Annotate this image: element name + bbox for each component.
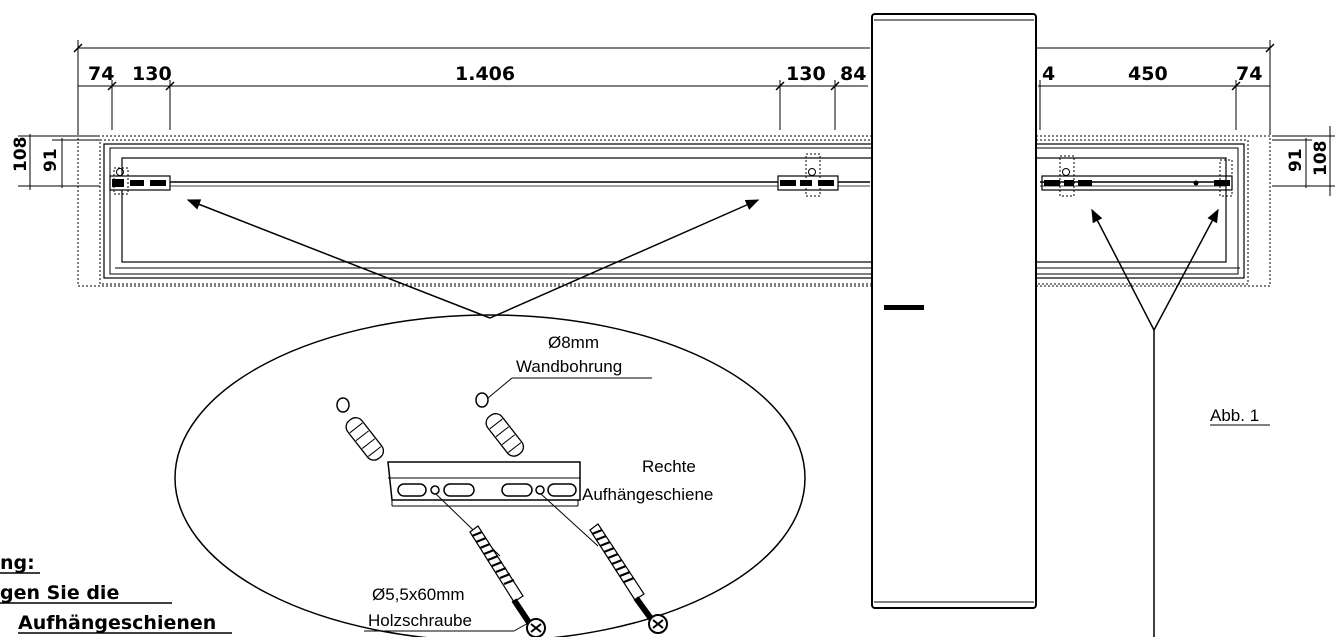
pointer-arrows xyxy=(186,199,1219,637)
note-line3: Aufhängeschienen xyxy=(18,612,216,634)
dim-84: 84 xyxy=(840,63,866,85)
cabinet-handle xyxy=(884,305,924,310)
screw-guide-right xyxy=(540,493,599,547)
rail-label-line1: Rechte xyxy=(642,457,696,476)
top-dimension-chain: 74 130 1.406 130 84 4 450 74 xyxy=(73,40,1275,135)
dim-4: 4 xyxy=(1042,63,1055,85)
note-line1: ng: xyxy=(0,552,35,574)
mounting-note: ng: gen Sie die Aufhängeschienen xyxy=(0,552,232,634)
side-dimensions: 108 91 91 108 xyxy=(11,126,1335,196)
dim-130-left: 130 xyxy=(132,63,172,85)
screw-size-label: Ø5,5x60mm xyxy=(372,585,465,604)
figure-ref-label: Abb. 1 xyxy=(1210,406,1259,425)
detail-ellipse xyxy=(174,314,806,637)
wood-screw-left xyxy=(469,525,546,637)
middle-hanging-rail xyxy=(777,153,839,197)
dim-74-right: 74 xyxy=(1236,63,1262,85)
rail-label-line2: Aufhängeschiene xyxy=(582,485,713,504)
dim-1406: 1.406 xyxy=(455,63,515,85)
wood-screw-right xyxy=(589,523,668,634)
right-wall-cabinet xyxy=(1035,135,1271,287)
left-hanging-rail xyxy=(109,167,171,195)
dim-130-right: 130 xyxy=(786,63,826,85)
drill-diameter-label: Ø8mm xyxy=(548,333,599,352)
dim-108-left: 108 xyxy=(11,137,31,173)
note-line2: gen Sie die xyxy=(0,582,119,604)
drill-label: Ø8mm Wandbohrung xyxy=(487,333,652,399)
wall-plug-left xyxy=(345,417,385,461)
left-wall-cabinet xyxy=(77,135,873,287)
tall-cabinet xyxy=(871,13,1037,609)
figure-reference: Abb. 1 xyxy=(1210,406,1270,426)
screw-label: Ø5,5x60mm Holzschraube xyxy=(364,585,531,632)
dim-91-left: 91 xyxy=(41,148,61,172)
dim-74-left: 74 xyxy=(88,63,114,85)
dim-450: 450 xyxy=(1128,63,1168,85)
dim-108-right: 108 xyxy=(1311,141,1331,177)
hanging-rail-detail xyxy=(387,461,581,507)
dim-91-right: 91 xyxy=(1286,148,1306,172)
right-hanging-rail xyxy=(1041,155,1233,197)
drill-holes xyxy=(336,392,489,413)
drill-text-label: Wandbohrung xyxy=(516,357,622,376)
wall-plug-right xyxy=(485,413,525,457)
screw-text-label: Holzschraube xyxy=(368,611,472,630)
